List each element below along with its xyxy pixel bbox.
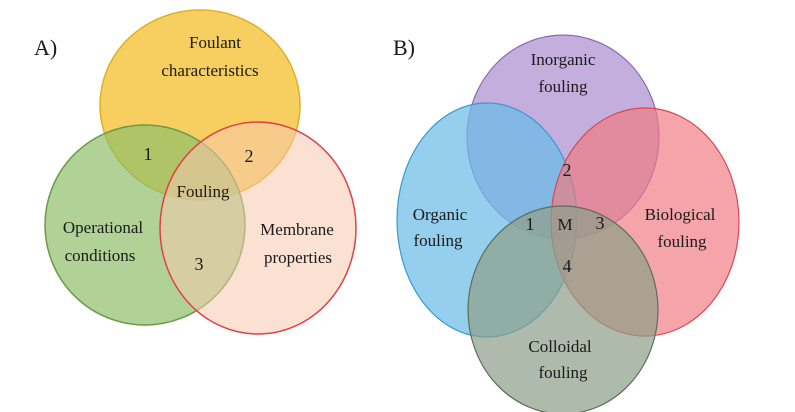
inorganic-label-line2: fouling bbox=[538, 77, 588, 96]
region-b1-label: 1 bbox=[526, 214, 535, 234]
operational-label-line1: Operational bbox=[63, 218, 144, 237]
organic-label-line1: Organic bbox=[413, 205, 468, 224]
m-center-label: M bbox=[557, 215, 572, 234]
panel-a: A) Foulant characteristics Operational c… bbox=[34, 9, 357, 335]
operational-label-line2: conditions bbox=[65, 246, 136, 265]
colloidal-fouling-circle bbox=[467, 205, 659, 412]
membrane-label-line1: Membrane bbox=[260, 220, 334, 239]
colloidal-label-line1: Colloidal bbox=[528, 337, 592, 356]
biological-label-line1: Biological bbox=[645, 205, 716, 224]
inorganic-label-line1: Inorganic bbox=[531, 50, 596, 69]
membrane-label-line2: properties bbox=[264, 248, 332, 267]
foulant-label-line1: Foulant bbox=[189, 33, 241, 52]
panel-b-label: B) bbox=[393, 35, 415, 60]
region-b3-label: 3 bbox=[596, 213, 605, 233]
region-b2-label: 2 bbox=[563, 160, 572, 180]
membrane-properties-circle bbox=[159, 121, 357, 335]
foulant-label-line2: characteristics bbox=[161, 61, 258, 80]
panel-b: B) Inorganic fouling Organic fouling Bio… bbox=[393, 34, 740, 412]
organic-label-line2: fouling bbox=[413, 231, 463, 250]
panel-a-label: A) bbox=[34, 35, 57, 60]
colloidal-label-line2: fouling bbox=[538, 363, 588, 382]
region-3-label: 3 bbox=[195, 254, 204, 274]
biological-label-line2: fouling bbox=[657, 232, 707, 251]
region-2-label: 2 bbox=[245, 146, 254, 166]
region-b4-label: 4 bbox=[563, 256, 572, 276]
fouling-center-label: Fouling bbox=[177, 182, 230, 201]
region-1-label: 1 bbox=[144, 144, 153, 164]
